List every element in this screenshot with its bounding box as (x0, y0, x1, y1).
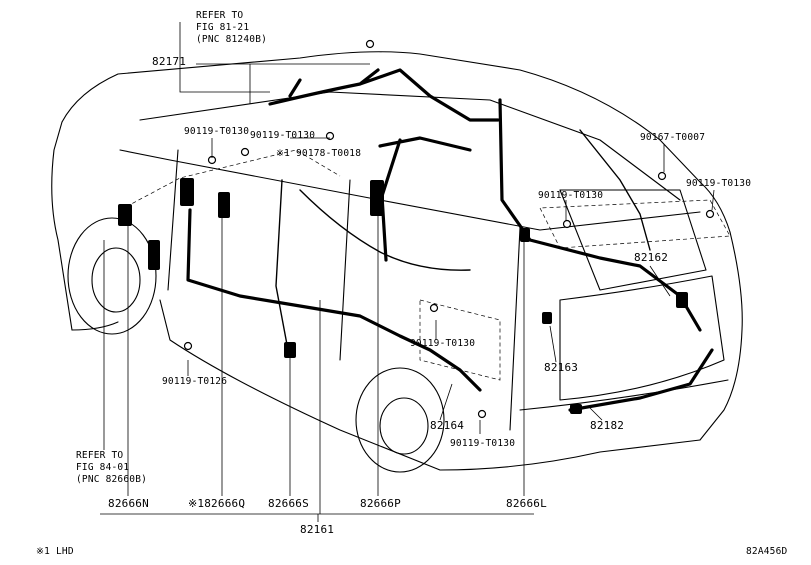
leader-82162 (649, 265, 671, 297)
part-label-82162: 82162 (634, 251, 669, 264)
bolt-icon-9 (477, 409, 487, 419)
leader-82182 (589, 407, 603, 421)
part-label-82171: 82171 (152, 55, 187, 68)
center-harness (378, 136, 472, 262)
refer-top-line2: FIG 81-21 (196, 22, 250, 33)
part-label-90119-b: 90119-T0130 (250, 130, 316, 141)
part-label-82161: 82161 (300, 523, 335, 536)
bolt-icon-10 (365, 39, 375, 49)
car-door-pillar-1 (167, 149, 179, 291)
connector-82182 (570, 404, 582, 414)
leader-90119-c (711, 189, 715, 211)
part-label-82666p: 82666P (360, 497, 401, 510)
part-label-90119-f: 90119-T0126 (162, 376, 228, 387)
refer-bottom-line2: FIG 84-01 (76, 462, 130, 473)
refer-top-line1: REFER TO (196, 10, 244, 21)
part-label-82666q: ※182666Q (188, 497, 246, 510)
bolt-icon-3 (325, 131, 335, 141)
car-rear-window (559, 189, 707, 291)
refer-bottom-line3: (PNC 82660B) (76, 474, 148, 485)
connector-82666s (284, 342, 296, 358)
bolt-icon-7 (429, 303, 439, 313)
bolt-icon-8 (183, 341, 193, 351)
car-door-pillar-3 (509, 227, 521, 431)
connector-pillar-b (180, 178, 194, 206)
dashed-callout-front (119, 149, 341, 211)
connector-82666q (218, 192, 230, 218)
front-wheel (67, 217, 157, 335)
leader-82171 (196, 63, 370, 104)
car-rear-outline (699, 231, 743, 441)
refer-top-line3: (PNC 81240B) (196, 34, 268, 45)
rear-harness-thin (579, 129, 651, 251)
part-label-90119-c: 90119-T0130 (686, 178, 752, 189)
part-label-90178: ※1 90178-T0018 (276, 148, 362, 159)
car-window-line (139, 91, 681, 201)
car-bottom-outline (159, 299, 701, 471)
roof-harness (268, 68, 500, 122)
connector-82666n (118, 204, 132, 226)
car-front-outline (51, 121, 73, 331)
refer-bottom-line1: REFER TO (76, 450, 124, 461)
part-label-90119-g: 90119-T0130 (450, 438, 516, 449)
part-label-82666n: 82666N (108, 497, 149, 510)
pillar-harness-thin (275, 179, 289, 351)
car-rear-bumper (519, 379, 729, 411)
leader-refer-top (179, 22, 270, 93)
bolt-icon-2 (240, 147, 250, 157)
bolt-icon-6 (705, 209, 715, 219)
car-door-pillar-2 (339, 179, 351, 361)
tailgate-harness (568, 348, 714, 412)
part-label-90119-a: 90119-T0130 (184, 126, 250, 137)
part-label-82163: 82163 (544, 361, 579, 374)
part-label-90167: 90167-T0007 (640, 132, 706, 143)
connector-82666p (370, 180, 384, 216)
rear-wheel-hub (379, 397, 429, 455)
car-tailgate (559, 275, 725, 401)
front-wheel-hub (91, 247, 141, 313)
part-label-82666l: 82666L (506, 497, 547, 510)
part-label-82182: 82182 (590, 419, 625, 432)
dashed-callout-rear (539, 199, 731, 249)
connector-pillar-a (148, 240, 160, 270)
car-roof-outline (61, 51, 731, 233)
rear-wheel (355, 367, 445, 473)
car-front-bumper (71, 321, 119, 331)
connector-82163 (542, 312, 552, 324)
part-label-90119-d: 90119-T0130 (538, 190, 604, 201)
bolt-icon-5 (562, 219, 572, 229)
leader-82163 (549, 325, 557, 363)
dashed-callout-center (419, 299, 501, 381)
diagram-code: 82A456D (746, 546, 788, 557)
connector-rear-a (520, 228, 530, 242)
floor-harness (186, 208, 482, 392)
part-label-90119-e: 90119-T0130 (410, 338, 476, 349)
connector-82162 (676, 292, 688, 308)
side-harness-thin (299, 189, 471, 271)
leader-82164 (439, 383, 453, 421)
part-label-82164: 82164 (430, 419, 465, 432)
bolt-icon-4 (657, 171, 667, 181)
part-label-82666s: 82666S (268, 497, 309, 510)
footnote: ※1 LHD (36, 546, 74, 557)
